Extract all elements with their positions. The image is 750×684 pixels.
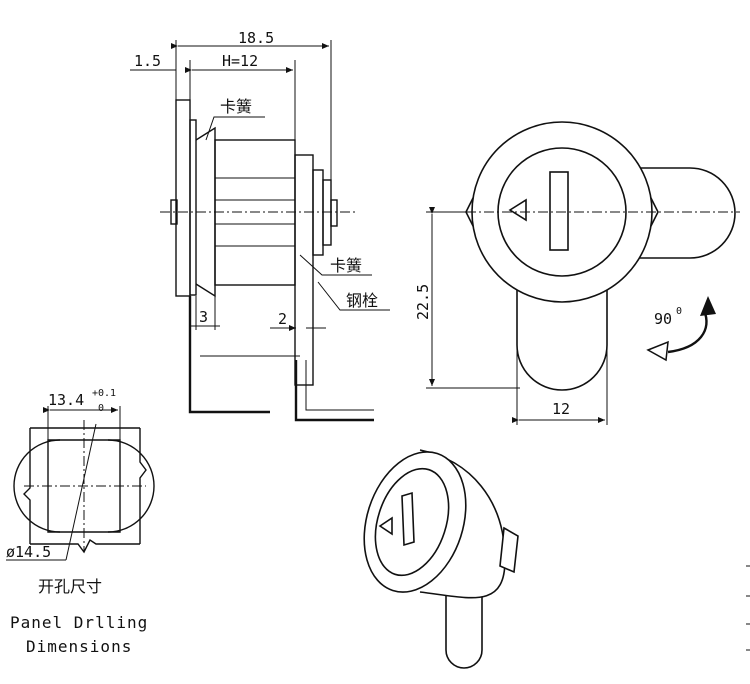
cutout-right-edge xyxy=(139,428,147,544)
rotation-degree-mark: 0 xyxy=(676,306,682,317)
dim-height-label: 22.5 xyxy=(414,284,432,320)
cam-plate xyxy=(294,154,314,386)
bracket-right-inner xyxy=(305,360,374,411)
iso-side-ear xyxy=(499,526,519,574)
edge-marks xyxy=(746,565,750,651)
dim-total-label: 18.5 xyxy=(238,29,274,47)
hole-arc-left xyxy=(13,439,61,533)
key-slot xyxy=(549,171,569,251)
label-spring-bottom: 卡簧 xyxy=(330,256,362,275)
dim-flange-label: 1.5 xyxy=(134,52,161,70)
tol-zero-label: 0 xyxy=(98,403,104,414)
rotation-arrow-icon xyxy=(646,296,716,362)
caption-en-line1: Panel Drlling xyxy=(10,613,148,632)
label-pin: 钢栓 xyxy=(346,291,378,310)
flange-plate xyxy=(175,99,191,297)
iso-indicator-triangle xyxy=(378,516,393,536)
isometric-view xyxy=(363,449,519,669)
iso-cam-tongue xyxy=(445,580,483,669)
flange-tab xyxy=(170,199,178,225)
dim-diameter-label: ø14.5 xyxy=(6,543,51,561)
caption-en-line2: Dimensions xyxy=(26,637,132,656)
dim-134-label: 13.4 xyxy=(48,391,84,409)
iso-key-slot xyxy=(401,491,415,547)
leader-spring-bottom xyxy=(299,254,372,276)
cutout-left-edge xyxy=(23,428,31,544)
leader-spring-top xyxy=(205,116,265,141)
side-view: 18.5 H=12 1.5 卡簧 卡簧 钢栓 3 2 xyxy=(130,29,390,422)
leader-pin xyxy=(317,281,390,311)
rotation-label: 90 xyxy=(654,310,672,328)
bracket-right xyxy=(294,360,374,422)
front-view: 22.5 12 90 0 xyxy=(414,121,740,425)
tol-plus-label: +0.1 xyxy=(92,388,116,399)
cam-lobe-down xyxy=(516,269,608,391)
indicator-triangle xyxy=(508,198,527,222)
panel-cutout-view: ø14.5 13.4 +0.1 0 开孔尺寸 Panel Drlling Dim… xyxy=(6,388,155,656)
caption-cn: 开孔尺寸 xyxy=(38,577,102,596)
dim-2-label: 2 xyxy=(278,310,287,328)
leader-diameter xyxy=(65,423,97,561)
d-hole-frame xyxy=(47,439,121,533)
dim-width-label: 12 xyxy=(552,400,570,418)
bracket-left xyxy=(188,296,270,414)
rear-tip xyxy=(330,199,338,227)
panel-plate xyxy=(189,119,197,296)
label-spring-top: 卡簧 xyxy=(220,97,252,116)
hole-arc-right xyxy=(107,439,155,533)
dim-3-label: 3 xyxy=(199,308,208,326)
dim-h-label: H=12 xyxy=(222,52,258,70)
